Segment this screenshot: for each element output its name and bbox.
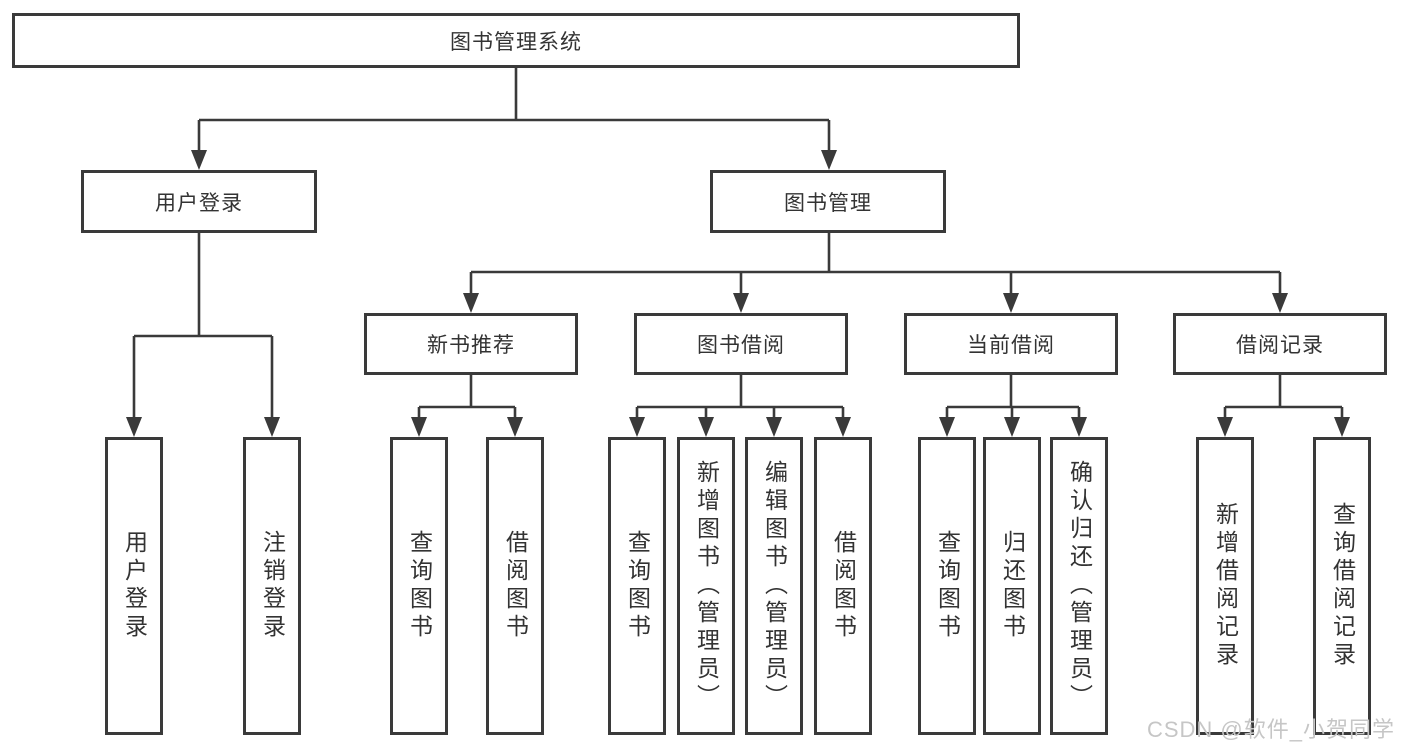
leaf-add-borrow-record: 新增借阅记录 [1196,437,1254,735]
leaf-return-books: 归还图书 [983,437,1041,735]
node-root-system: 图书管理系统 [12,13,1020,68]
node-book-borrowing: 图书借阅 [634,313,848,375]
leaf-query-books-2: 查询图书 [608,437,666,735]
node-borrowing-records: 借阅记录 [1173,313,1387,375]
leaf-add-books-admin: 新增图书（管理员） [677,437,735,735]
node-user-login: 用户登录 [81,170,317,233]
watermark-text: CSDN @软件_小贺同学 [1146,717,1395,742]
leaf-query-books-3: 查询图书 [918,437,976,735]
leaf-logout: 注销登录 [243,437,301,735]
leaf-borrow-books-1: 借阅图书 [486,437,544,735]
node-book-management: 图书管理 [710,170,946,233]
leaf-edit-books-admin: 编辑图书（管理员） [745,437,803,735]
leaf-query-books-1: 查询图书 [390,437,448,735]
leaf-confirm-return-admin: 确认归还（管理员） [1050,437,1108,735]
node-new-book-recommend: 新书推荐 [364,313,578,375]
node-current-borrowing: 当前借阅 [904,313,1118,375]
leaf-query-borrow-record: 查询借阅记录 [1313,437,1371,735]
leaf-user-login: 用户登录 [105,437,163,735]
leaf-borrow-books-2: 借阅图书 [814,437,872,735]
